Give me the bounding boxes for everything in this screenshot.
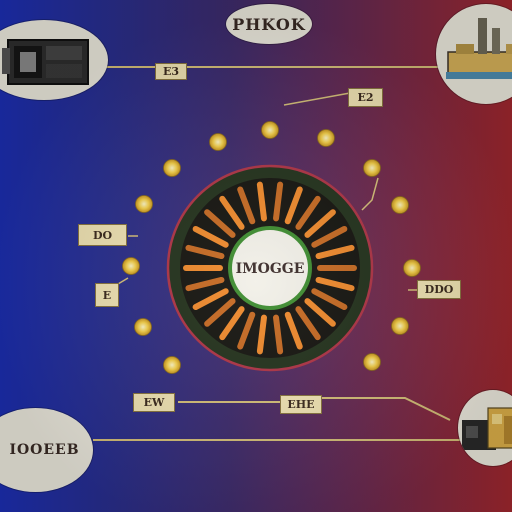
- node-dot: [261, 121, 279, 139]
- hub-spoke: [284, 311, 303, 350]
- circuit-board-icon: [2, 39, 89, 85]
- node-dot: [209, 133, 227, 151]
- hub-spoke: [185, 276, 225, 292]
- bottom-left-bubble: IOOEEB: [0, 408, 93, 492]
- hub-spoke: [304, 298, 336, 327]
- hub-spoke: [256, 314, 267, 355]
- title-label: PHKOK: [232, 14, 306, 34]
- node-ring: [122, 121, 421, 374]
- hub-spokes: [183, 181, 357, 355]
- hub-spoke: [219, 306, 245, 341]
- hub-spoke: [311, 225, 348, 248]
- hub-spoke: [315, 276, 355, 292]
- connector-line: [117, 277, 129, 285]
- hub-spoke: [295, 195, 321, 230]
- hub-spoke: [256, 181, 267, 222]
- hub-spoke: [237, 311, 256, 350]
- hub-spoke: [237, 186, 256, 225]
- hub-spoke: [204, 209, 236, 238]
- factory-icon: [446, 18, 512, 79]
- hub-spoke: [311, 288, 348, 311]
- node-dot: [317, 129, 335, 147]
- hub-spoke: [273, 181, 284, 222]
- node-dot: [363, 353, 381, 371]
- hub-label: IMOGGE: [236, 261, 305, 277]
- connector-line: [320, 397, 451, 421]
- hub-spoke: [192, 288, 229, 311]
- circuit-board-bubble: [0, 20, 108, 100]
- node-dot: [122, 257, 140, 275]
- tag-bottom-mid: EHE: [280, 395, 322, 414]
- node-dot: [391, 196, 409, 214]
- tag-top-right: E2: [348, 88, 383, 107]
- tag-mid-left: DO: [78, 224, 127, 246]
- tag-top-left: E3: [155, 63, 187, 80]
- hub-spoke: [315, 244, 355, 260]
- factory-bubble: [436, 4, 512, 104]
- node-dot: [134, 318, 152, 336]
- node-dot: [135, 195, 153, 213]
- connector-line: [283, 92, 351, 106]
- hub-spoke: [192, 225, 229, 248]
- tag-right: DDO: [417, 280, 461, 299]
- hub-spoke: [273, 314, 284, 355]
- title-bubble: PHKOK: [226, 4, 312, 44]
- node-dot: [403, 259, 421, 277]
- hub: IMOGGE: [166, 164, 374, 372]
- hub-core: [232, 230, 308, 306]
- node-dot: [163, 159, 181, 177]
- hub-spoke: [284, 186, 303, 225]
- hub-spoke: [295, 306, 321, 341]
- hub-spoke: [304, 209, 336, 238]
- connector-line: [361, 177, 379, 211]
- tag-mid-left-small: E: [95, 283, 119, 307]
- tag-bottom-left: EW: [133, 393, 175, 412]
- machine-bubble: [458, 390, 512, 466]
- hub-spoke: [219, 195, 245, 230]
- hub-spoke: [185, 244, 225, 260]
- node-dot: [363, 159, 381, 177]
- hub-spoke: [204, 298, 236, 327]
- node-dot: [163, 356, 181, 374]
- bottom-left-label: IOOEEB: [9, 442, 80, 458]
- node-dot: [391, 317, 409, 335]
- machine-icon: [462, 407, 512, 450]
